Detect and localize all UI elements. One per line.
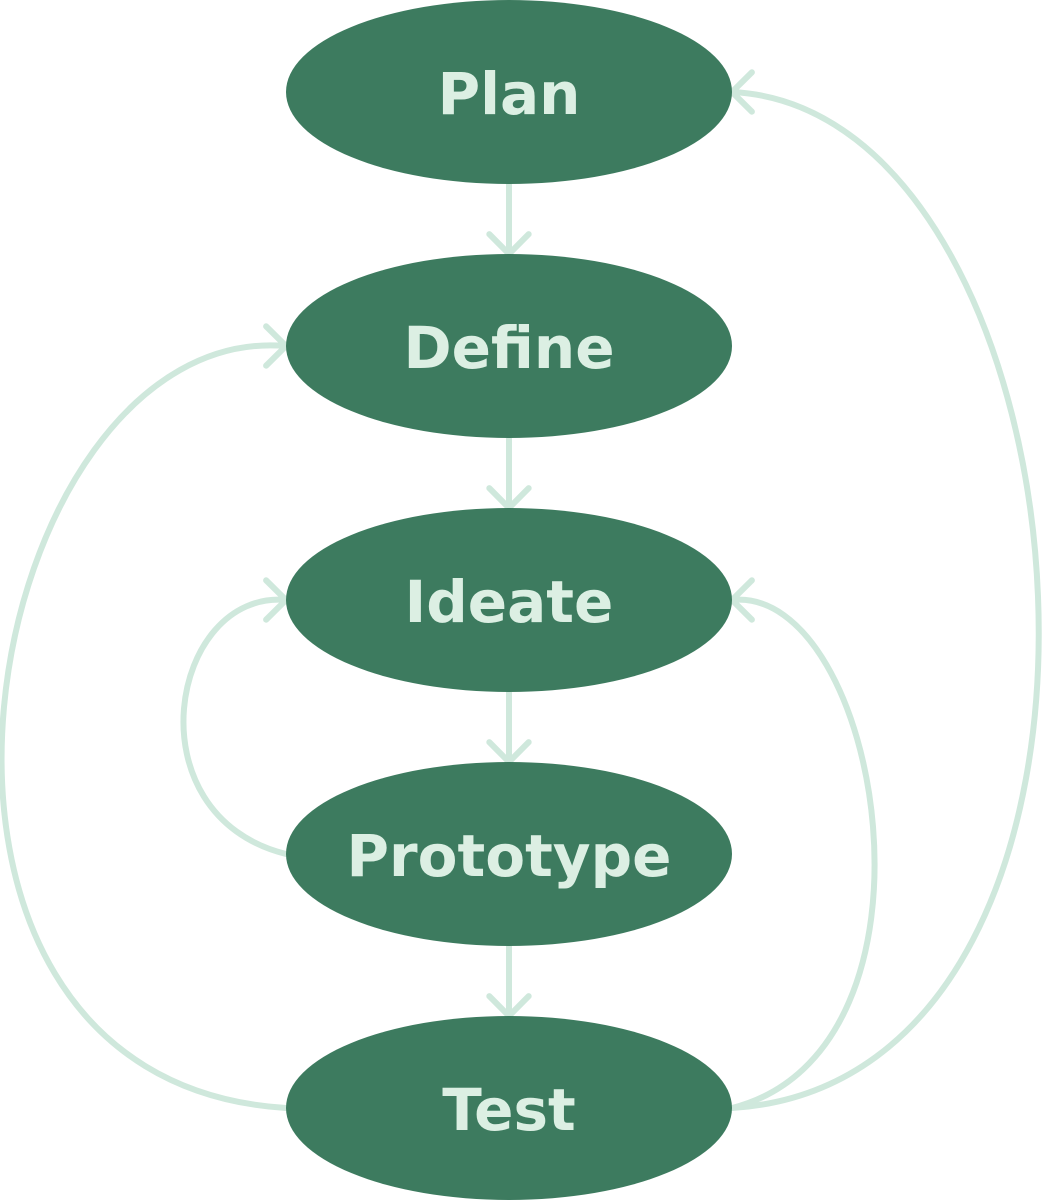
edge-ideate-to-prototype <box>486 689 532 765</box>
node-define: Define <box>286 254 732 438</box>
node-ideate: Ideate <box>286 508 732 692</box>
node-define-label: Define <box>403 314 614 382</box>
node-prototype-shape <box>286 762 732 946</box>
edge-test-to-define <box>0 323 289 1111</box>
node-plan: Plan <box>286 0 732 184</box>
node-ideate-shape <box>286 508 732 692</box>
edge-test-to-plan-line <box>729 89 1042 1111</box>
node-test-shape <box>286 1016 732 1200</box>
edge-define-to-ideate <box>486 435 532 511</box>
edge-test-to-define-line <box>0 342 289 1111</box>
node-prototype-label: Prototype <box>347 822 672 890</box>
node-plan-shape <box>286 0 732 184</box>
node-test: Test <box>286 1016 732 1200</box>
edge-prototype-to-ideate <box>180 577 289 857</box>
node-test-label: Test <box>442 1076 575 1144</box>
edge-test-to-ideate <box>729 577 878 1111</box>
edge-plan-to-define <box>486 181 532 257</box>
node-prototype: Prototype <box>286 762 732 946</box>
node-plan-label: Plan <box>438 60 581 128</box>
node-ideate-label: Ideate <box>405 568 614 636</box>
node-define-shape <box>286 254 732 438</box>
edge-test-to-ideate-line <box>729 596 878 1111</box>
edge-prototype-to-test <box>486 943 532 1019</box>
edge-prototype-to-ideate-line <box>180 596 289 857</box>
edge-test-to-plan <box>729 69 1042 1111</box>
